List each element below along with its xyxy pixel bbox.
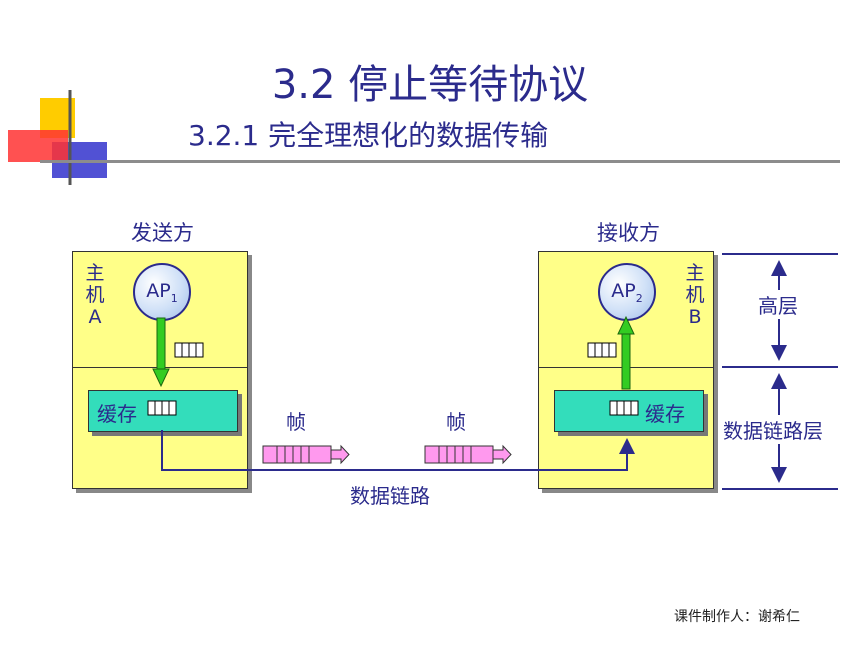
- frame-left-icon: [262, 444, 350, 465]
- receiver-buffer-label: 缓存: [645, 402, 685, 426]
- ap2-circle: AP2: [598, 263, 656, 321]
- datalink-layer-label: 数据链路层: [723, 415, 823, 444]
- ap1-circle: AP1: [133, 263, 191, 321]
- sender-heading: 发送方: [131, 221, 194, 245]
- frame-label-left: 帧: [286, 410, 306, 434]
- receiver-buffer-queue-icon: [609, 400, 639, 416]
- frame-label-right: 帧: [446, 410, 466, 434]
- sender-buffer-label: 缓存: [97, 402, 137, 426]
- data-link-line: [161, 430, 635, 471]
- sender-down-arrow: [152, 317, 170, 388]
- receiver-up-arrow: [617, 315, 635, 390]
- title-underline: [40, 160, 840, 163]
- data-link-label: 数据链路: [350, 484, 430, 508]
- receiver-host-label: 主 机 B: [685, 262, 705, 328]
- page-subtitle: 3.2.1 完全理想化的数据传输: [188, 119, 549, 152]
- frame-right-icon: [424, 444, 512, 465]
- upper-layer-label: 高层: [758, 290, 798, 319]
- sender-ap-queue-icon: [174, 342, 204, 358]
- receiver-heading: 接收方: [597, 221, 660, 245]
- footer-credit: 课件制作人：谢希仁: [674, 609, 800, 625]
- sender-host-label: 主 机 A: [85, 262, 105, 328]
- page-title: 3.2 停止等待协议: [271, 62, 589, 108]
- receiver-ap-queue-icon: [587, 342, 617, 358]
- sender-buffer-queue-icon: [147, 400, 177, 416]
